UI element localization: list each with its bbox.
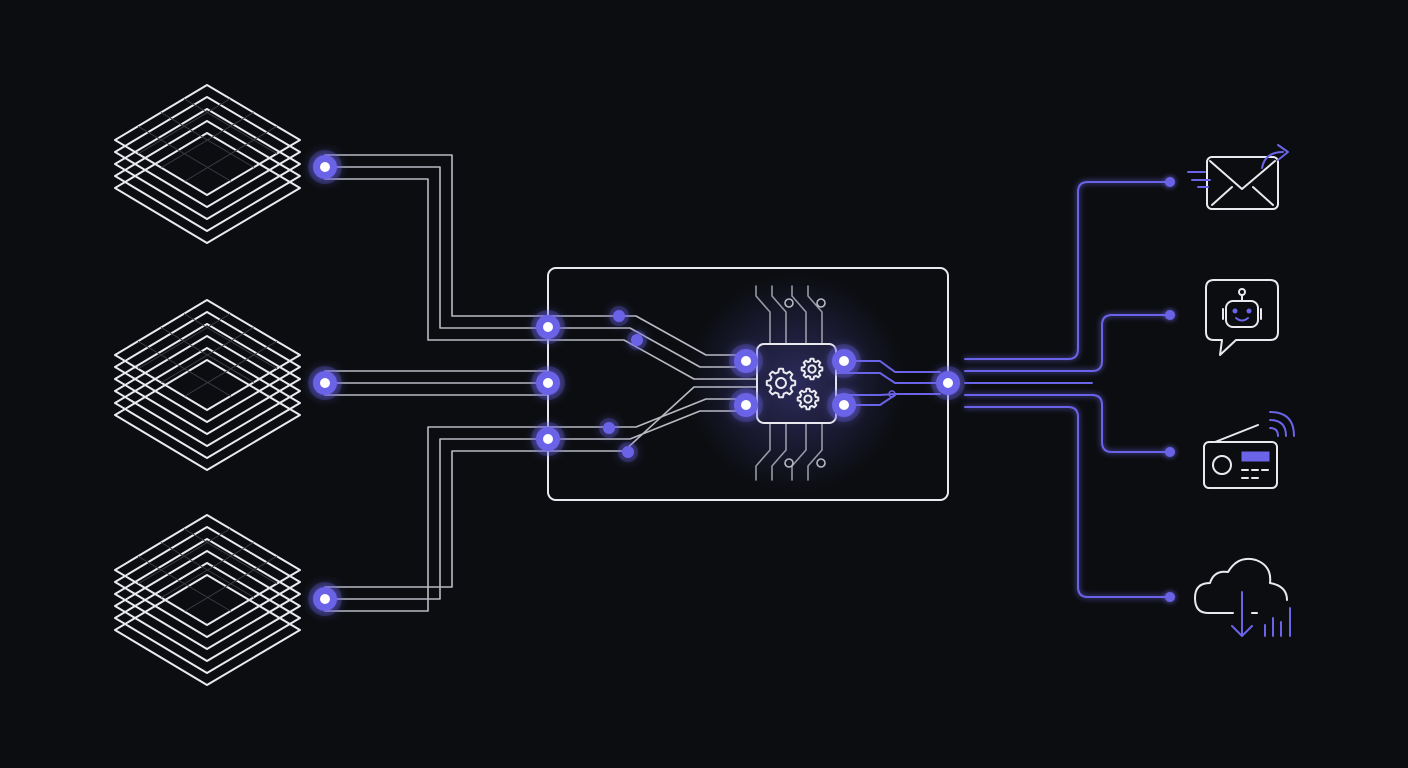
node-core xyxy=(631,334,643,346)
connection-node xyxy=(531,366,565,400)
chip-pin xyxy=(791,422,807,481)
node-center xyxy=(839,356,849,366)
trace xyxy=(547,315,758,356)
gear-hole xyxy=(807,364,817,374)
via xyxy=(784,458,794,468)
node-center xyxy=(741,356,751,366)
output-trace xyxy=(964,181,1171,360)
connection-node xyxy=(827,388,861,422)
gear-icon xyxy=(800,357,824,381)
input-layer-stacks xyxy=(114,84,301,686)
output-trace xyxy=(964,314,1171,372)
output-trace xyxy=(835,360,941,373)
gear-hole xyxy=(775,377,787,389)
node-center xyxy=(543,434,553,444)
node-center xyxy=(320,594,330,604)
input-traces xyxy=(324,154,549,612)
connection-node xyxy=(531,422,565,456)
via xyxy=(784,298,794,308)
layers-stack-icon xyxy=(114,514,301,686)
gears-chip-icon xyxy=(756,343,837,424)
trace xyxy=(324,450,549,588)
node-core xyxy=(603,422,615,434)
output-endpoint xyxy=(1165,447,1175,457)
connection-node xyxy=(308,150,342,184)
node-center xyxy=(943,378,953,388)
cloud-download-icon xyxy=(1194,557,1291,637)
trace xyxy=(547,327,758,368)
chip-pin xyxy=(807,285,823,345)
connection-node xyxy=(729,388,763,422)
chip-pin xyxy=(791,285,807,345)
connection-node xyxy=(308,582,342,616)
chip-pin xyxy=(807,422,823,481)
chip-pin xyxy=(755,285,771,345)
chip-pin xyxy=(771,422,787,481)
output-trace xyxy=(964,394,1171,453)
connection-node xyxy=(729,344,763,378)
connection-node xyxy=(599,418,619,438)
gear-icon xyxy=(765,367,797,399)
gear-hole xyxy=(803,394,813,404)
via xyxy=(816,298,826,308)
connection-node xyxy=(609,306,629,326)
connection-node xyxy=(931,366,965,400)
output-endpoint xyxy=(1165,310,1175,320)
connection-node xyxy=(531,310,565,344)
trace xyxy=(324,438,549,600)
chip-pin xyxy=(771,285,787,345)
trace xyxy=(547,339,758,380)
output-endpoint xyxy=(1165,177,1175,187)
node-center xyxy=(320,162,330,172)
connection-nodes xyxy=(308,150,965,616)
node-core xyxy=(613,310,625,322)
node-center xyxy=(543,322,553,332)
node-center xyxy=(543,378,553,388)
trace xyxy=(324,426,549,612)
node-center xyxy=(741,400,751,410)
layers-stack-icon xyxy=(114,299,301,471)
connection-node xyxy=(627,330,647,350)
connection-node xyxy=(827,344,861,378)
connection-node xyxy=(308,366,342,400)
trace xyxy=(547,398,758,428)
output-endpoint xyxy=(1165,592,1175,602)
radio-icon xyxy=(1203,411,1295,489)
trace xyxy=(547,410,758,440)
trace xyxy=(547,386,758,452)
connection-node xyxy=(618,442,638,462)
output-traces xyxy=(964,177,1175,602)
trace xyxy=(324,178,549,341)
via xyxy=(888,390,896,398)
chip-pin xyxy=(755,422,771,481)
via xyxy=(816,458,826,468)
trace xyxy=(324,154,549,317)
node-center xyxy=(320,378,330,388)
chatbot-icon xyxy=(1205,279,1279,356)
output-trace xyxy=(964,406,1171,598)
trace xyxy=(324,166,549,329)
node-core xyxy=(622,446,634,458)
processor-box xyxy=(547,267,949,501)
layers-stack-icon xyxy=(114,84,301,244)
output-trace xyxy=(835,393,941,396)
node-center xyxy=(839,400,849,410)
email-send-icon xyxy=(1187,144,1289,210)
output-trace xyxy=(835,372,941,384)
gear-icon xyxy=(796,387,820,411)
